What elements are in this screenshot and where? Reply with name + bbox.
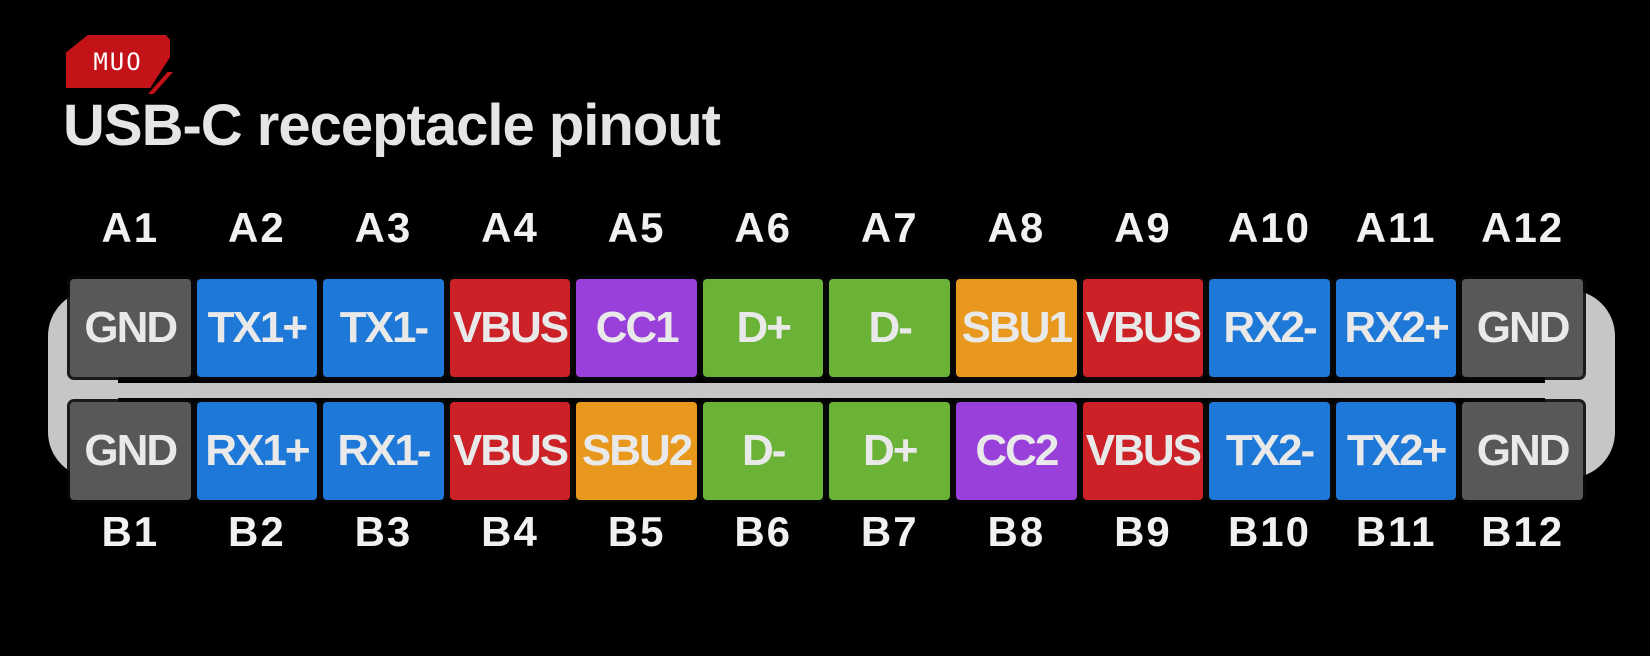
pin-cell: RX2+ [1335, 279, 1457, 377]
pin-number-label: A10 [1227, 204, 1312, 251]
pin-number-label: A12 [1481, 204, 1565, 251]
pin-number-row-b: B1 B2 B3 B4 B5 B6 B7 B8 B9 B10 B11 B12 [70, 508, 1583, 556]
pin-number-label: B10 [1227, 508, 1312, 555]
pin-number-label: B2 [228, 508, 286, 555]
pin-cell: VBUS [449, 279, 571, 377]
pin-number-label: B1 [101, 508, 160, 555]
pin-cell: TX1+ [196, 279, 318, 377]
pin-number-label: B8 [987, 508, 1046, 555]
pin-cell: SBU2 [576, 402, 697, 500]
pin-number-label: A5 [607, 204, 666, 251]
pin-number-label: B6 [734, 508, 793, 555]
pin-number-label: A9 [1114, 204, 1172, 251]
pin-cell: VBUS [449, 402, 571, 500]
pin-cell: VBUS [1082, 402, 1204, 500]
pin-cell: D+ [702, 279, 824, 377]
pin-cell: RX2- [1209, 279, 1330, 377]
pin-number-label: B12 [1481, 508, 1565, 555]
pin-number-label: A4 [481, 204, 539, 251]
pin-cell: RX1- [323, 402, 444, 500]
pin-cell: TX2- [1209, 402, 1330, 500]
pin-number-label: B3 [354, 508, 413, 555]
pin-cell: GND [70, 402, 191, 500]
pin-cell: GND [70, 279, 191, 377]
pin-cell: TX2+ [1335, 402, 1457, 500]
pin-cell: CC2 [956, 402, 1077, 500]
pin-cell: CC1 [576, 279, 697, 377]
pin-number-label: B5 [607, 508, 666, 555]
pin-number-label: A11 [1355, 204, 1437, 251]
pin-cell: D- [829, 279, 951, 377]
pin-number-label: A7 [860, 204, 919, 251]
pin-number-label: B4 [481, 508, 539, 555]
pin-cell: RX1+ [196, 402, 318, 500]
pin-cell: VBUS [1082, 279, 1204, 377]
pin-cell: SBU1 [956, 279, 1077, 377]
pin-number-label: B9 [1114, 508, 1172, 555]
pin-number-label: A8 [987, 204, 1046, 251]
pin-cell: D+ [829, 402, 951, 500]
pin-cell: GND [1462, 279, 1583, 377]
pin-cell: GND [1462, 402, 1583, 500]
page-title: USB-C receptacle pinout [63, 93, 721, 158]
pin-cell: TX1- [323, 279, 444, 377]
pin-cell: D- [702, 402, 824, 500]
pin-number-label: A3 [354, 204, 413, 251]
muo-logo: MUO [66, 35, 170, 88]
pin-number-row-a: A1 A2 A3 A4 A5 A6 A7 A8 A9 A10 A11 A12 [70, 204, 1583, 252]
pin-number-label: B11 [1355, 508, 1437, 555]
pin-number-label: B7 [860, 508, 919, 555]
connector-tongue-bar [48, 383, 1615, 398]
pin-number-label: A1 [101, 204, 160, 251]
pin-number-label: A2 [228, 204, 286, 251]
pin-number-label: A6 [734, 204, 793, 251]
